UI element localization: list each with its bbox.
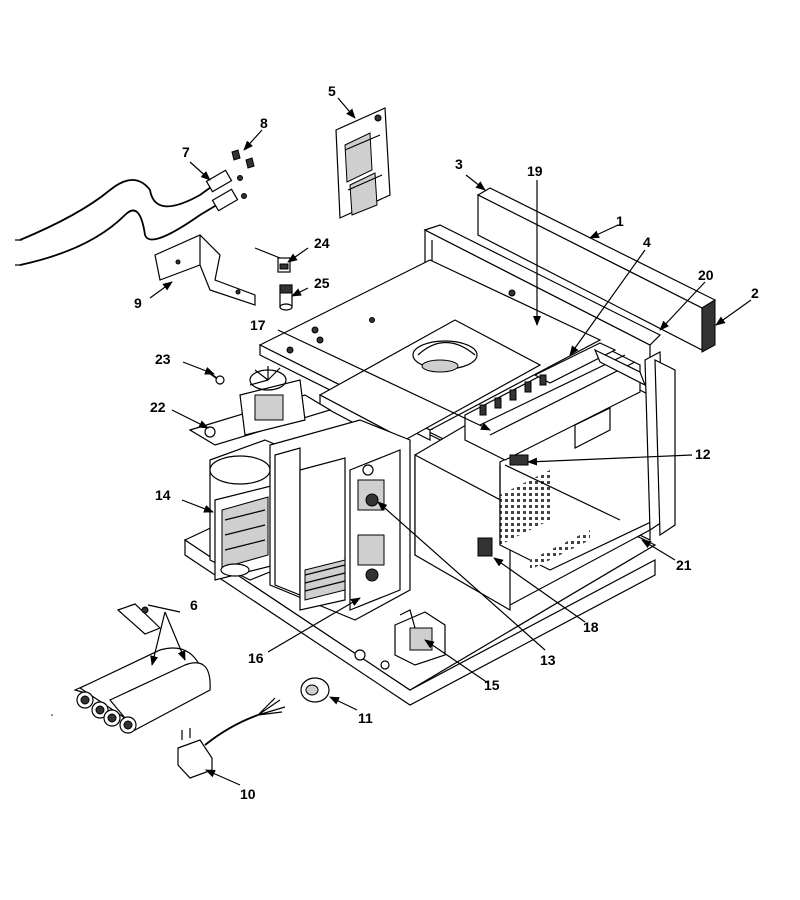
door-switch-bracket-5 (335, 107, 391, 219)
callout-25: 25 (314, 275, 330, 291)
callout-18: 18 (583, 619, 599, 635)
leader-lines (51, 97, 752, 786)
callout-6: 6 (190, 597, 198, 613)
callout-14: 14 (155, 487, 171, 503)
control-board (464, 342, 647, 461)
part-24 (254, 247, 291, 273)
capacitors-6 (73, 603, 211, 734)
callout-12: 12 (695, 446, 711, 462)
callout-21: 21 (676, 557, 692, 573)
callout-17: 17 (250, 317, 266, 333)
callout-16: 16 (248, 650, 264, 666)
switch-bracket (269, 419, 411, 621)
power-cord-10 (177, 697, 286, 779)
callout-15: 15 (484, 677, 500, 693)
callout-1: 1 (616, 213, 624, 229)
fan-motor (188, 366, 332, 446)
bracket-9 (154, 234, 256, 306)
callout-5: 5 (328, 83, 336, 99)
callout-labels: 1 2 3 4 5 6 7 8 9 10 11 12 13 14 15 16 1… (134, 83, 759, 802)
fuse-23 (207, 371, 225, 385)
wire-harness-7 (15, 169, 247, 266)
callout-8: 8 (260, 115, 268, 131)
callout-11: 11 (358, 710, 373, 726)
callout-9: 9 (134, 295, 142, 311)
callout-13: 13 (540, 652, 556, 668)
callout-22: 22 (150, 399, 166, 415)
callout-4: 4 (643, 234, 651, 250)
callout-24: 24 (314, 235, 330, 251)
door-frame (644, 351, 676, 537)
part-25 (279, 284, 293, 311)
callout-2: 2 (751, 285, 759, 301)
ferrite-11 (300, 677, 330, 703)
callout-3: 3 (455, 156, 463, 172)
callout-20: 20 (698, 267, 714, 283)
callout-19: 19 (527, 163, 543, 179)
screws-8 (231, 149, 255, 169)
callout-10: 10 (240, 786, 256, 802)
oven-cavity (414, 389, 656, 612)
callout-23: 23 (155, 351, 171, 367)
callout-7: 7 (182, 144, 190, 160)
component-15 (394, 609, 446, 666)
